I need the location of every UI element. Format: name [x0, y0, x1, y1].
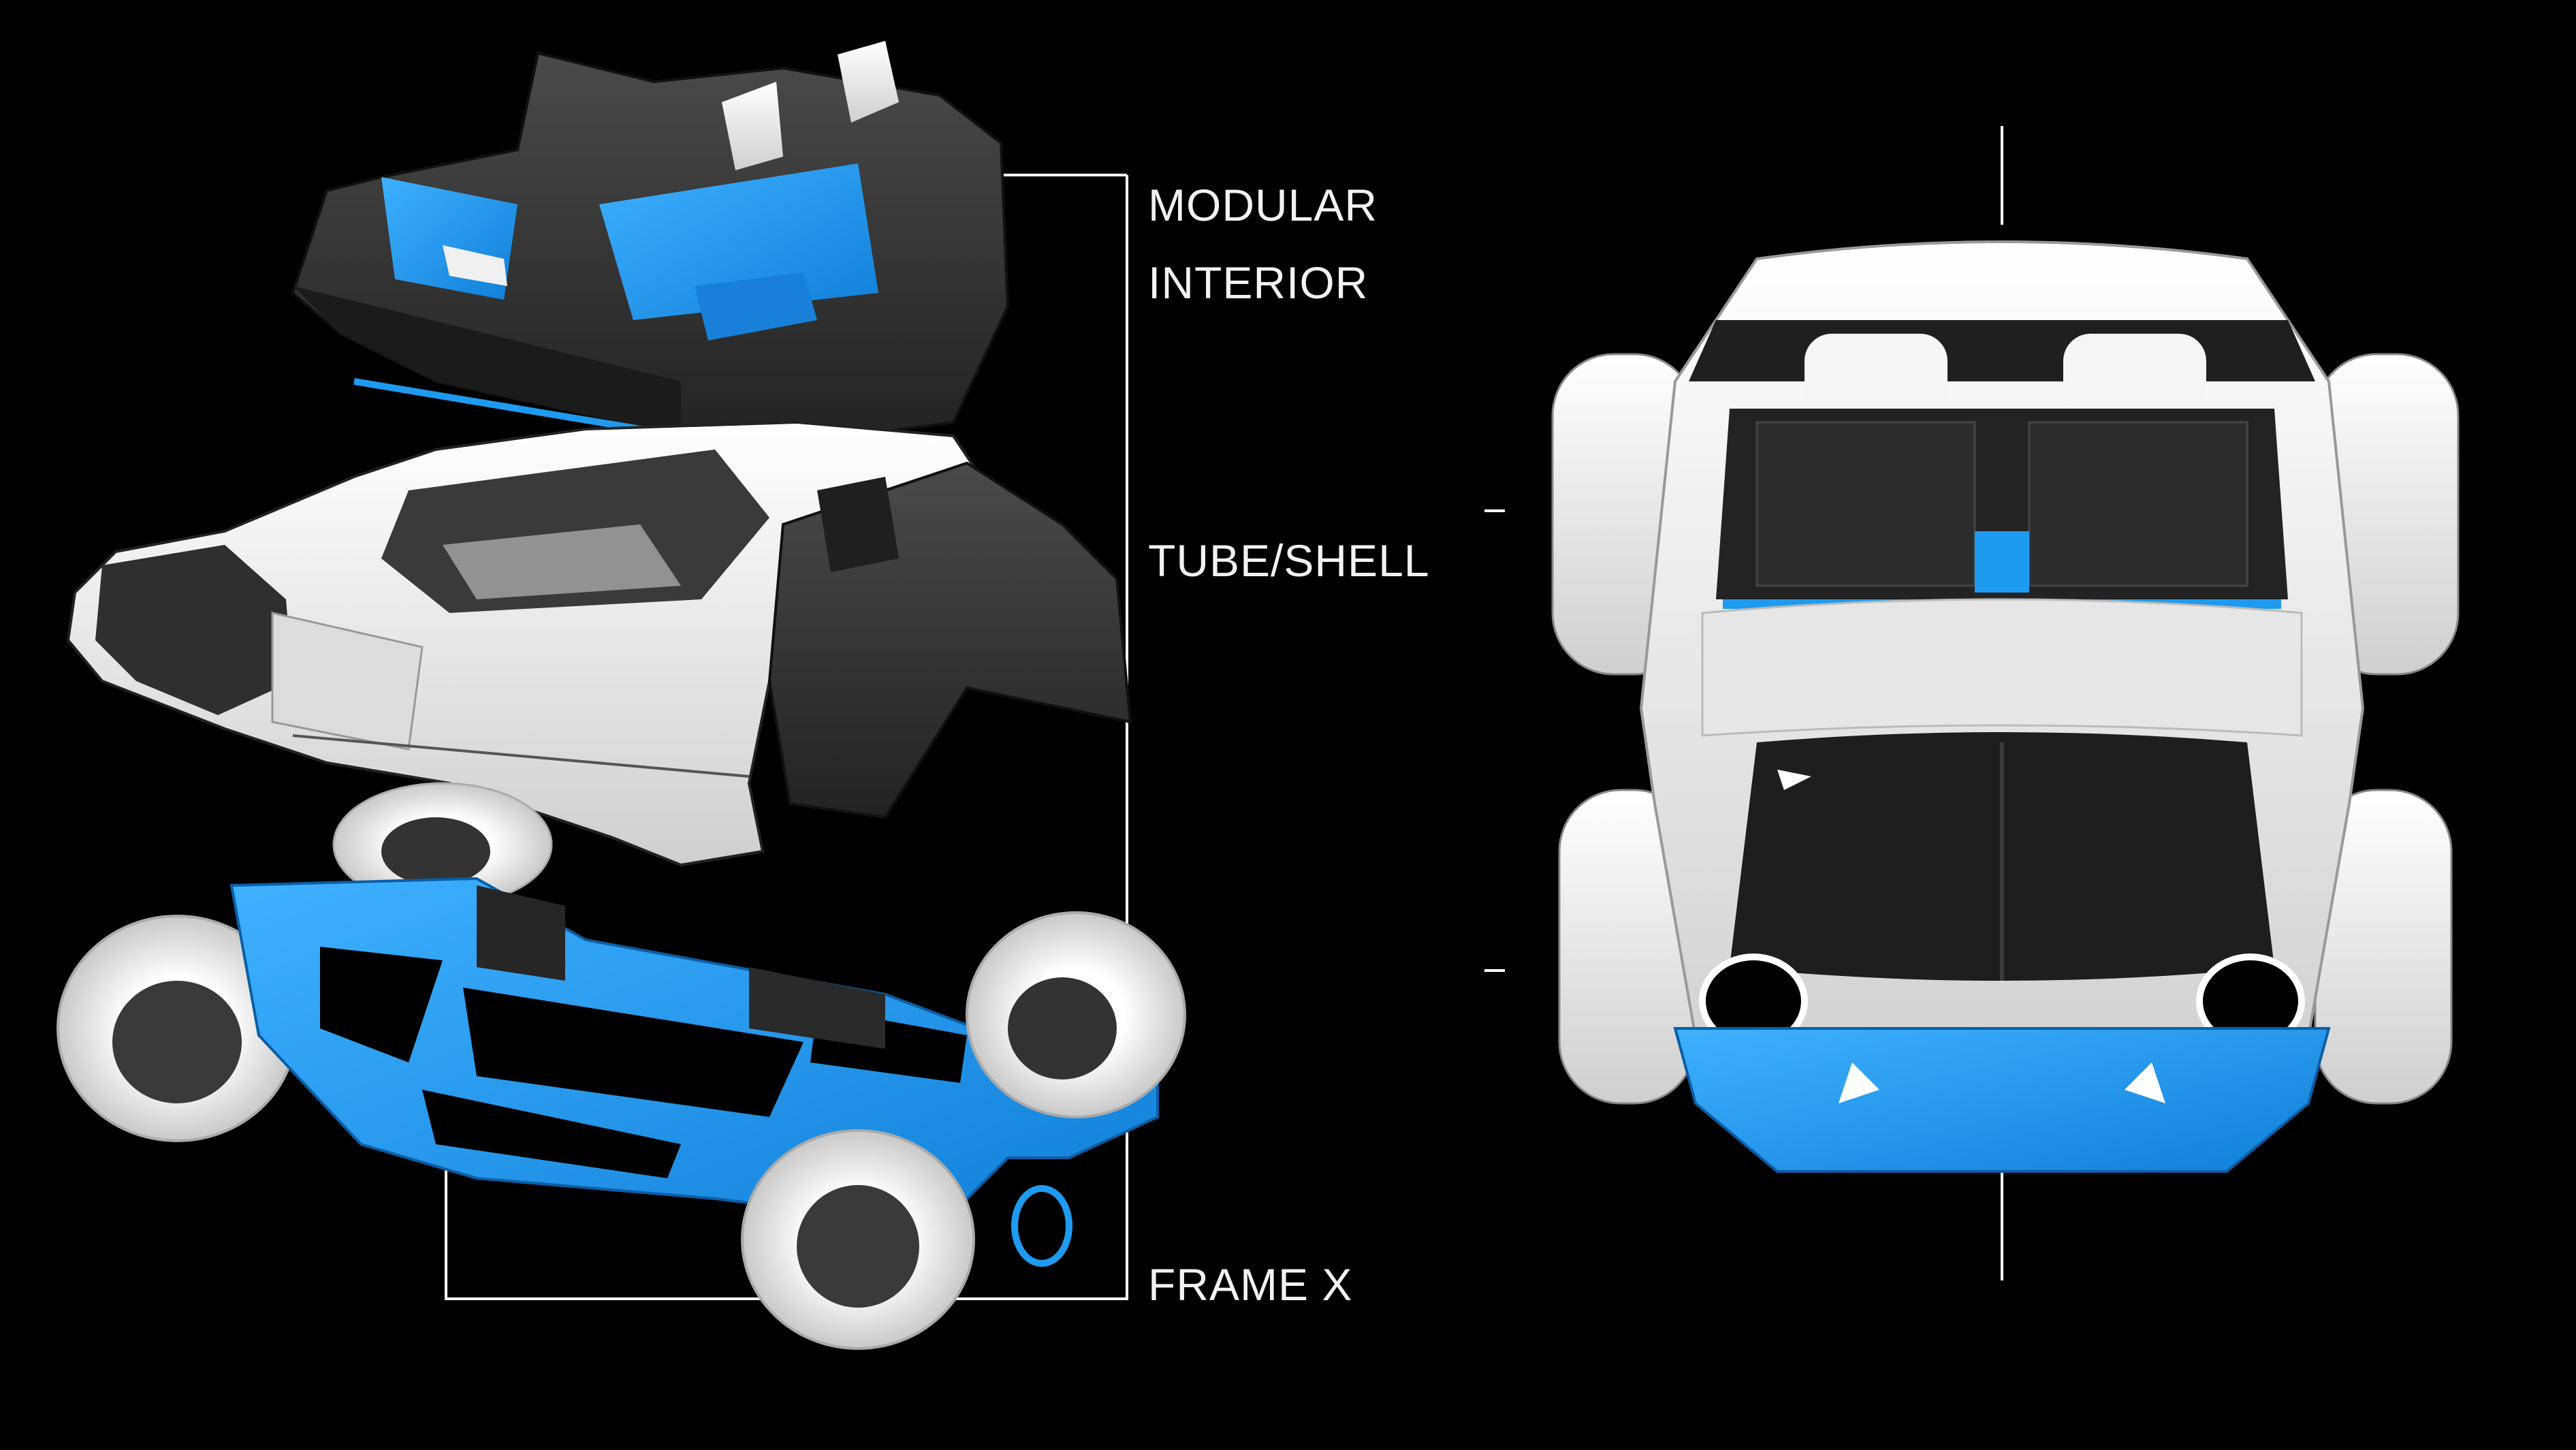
- assembled-vehicle-top-view: [1484, 126, 2460, 1280]
- label-modular: MODULAR: [1148, 180, 1378, 230]
- modular-interior-module: [291, 41, 1010, 445]
- frame-x-chassis: [57, 782, 1186, 1350]
- label-interior: INTERIOR: [1148, 257, 1369, 308]
- label-tube-shell: TUBE/SHELL: [1148, 535, 1430, 586]
- label-frame-x: FRAME X: [1148, 1259, 1353, 1310]
- tube-shell-body: [66, 420, 1132, 867]
